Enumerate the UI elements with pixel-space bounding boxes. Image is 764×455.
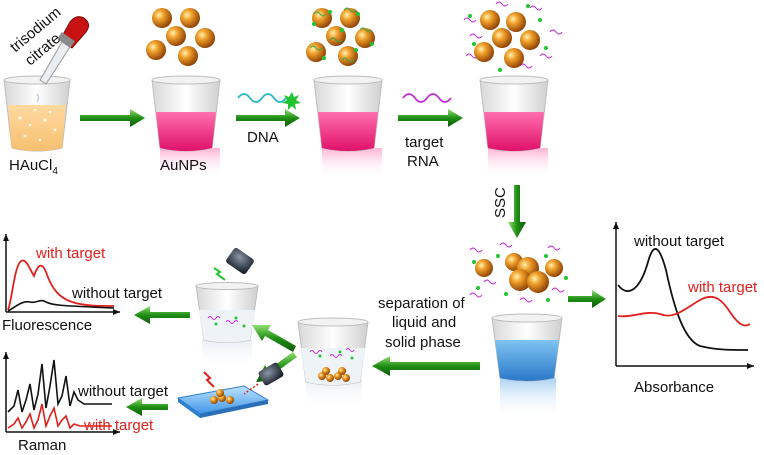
target-label-line1: target	[405, 134, 444, 151]
arrow-icon	[568, 290, 606, 308]
beaker-icon	[3, 75, 71, 167]
dna-strand-icon	[402, 93, 452, 103]
ssc-label: SSC	[492, 187, 509, 218]
arrow-icon	[126, 398, 168, 416]
fluorescence-without-target-label: without target	[71, 285, 163, 302]
precursor-label: HAuCl4	[9, 157, 58, 177]
arrow-icon	[134, 306, 190, 324]
beaker-icon	[479, 75, 549, 178]
beaker-icon	[151, 75, 221, 178]
dna-label: DNA	[247, 129, 279, 146]
arrow-icon	[372, 356, 480, 376]
with-target-curve	[7, 403, 112, 431]
arrow-icon	[508, 185, 526, 238]
fluorescence-with-target-label: with target	[35, 245, 106, 262]
fluorescence-axis-label: Fluorescence	[2, 317, 92, 334]
separation-label-line3: solid phase	[385, 334, 461, 351]
absorbance-without-target-label: without target	[633, 233, 725, 250]
nanoparticle-icon	[469, 242, 568, 303]
nanoparticle-icon	[463, 1, 563, 72]
with-target-curve	[7, 259, 115, 311]
beaker-icon	[195, 282, 259, 370]
without-target-curve	[617, 248, 749, 351]
absorbance-plot	[613, 222, 754, 369]
fluorescence-plot	[3, 234, 120, 315]
laser-icon	[203, 362, 284, 395]
beaker-icon	[313, 75, 383, 178]
raman-plot	[3, 352, 120, 435]
absorbance-axis-label: Absorbance	[634, 379, 714, 396]
separation-label-line2: liquid and	[392, 314, 456, 331]
absorbance-with-target-label: with target	[687, 279, 758, 296]
arrow-icon	[252, 325, 296, 352]
raman-without-target-label: without target	[77, 383, 169, 400]
arrow-icon	[398, 109, 463, 127]
without-target-curve	[7, 359, 112, 413]
arrow-icon	[80, 109, 145, 127]
nanoparticle-icon	[146, 8, 215, 66]
aunps-label: AuNPs	[160, 157, 207, 174]
without-target-curve	[7, 299, 115, 312]
dna-strand-icon	[237, 92, 301, 110]
arrow-icon	[236, 109, 300, 127]
pipette-icon	[39, 16, 90, 85]
with-target-curve	[617, 295, 751, 327]
separation-label-line1: separation of	[378, 295, 466, 312]
beaker-icon	[491, 313, 563, 418]
nanoparticle-icon	[306, 7, 375, 66]
raman-axis-label: Raman	[18, 437, 66, 454]
raman-with-target-label: with target	[83, 417, 154, 434]
target-label-line2: RNA	[407, 153, 439, 170]
laser-icon	[213, 247, 254, 281]
substrate-icon	[176, 385, 270, 418]
beaker-icon	[297, 317, 369, 410]
